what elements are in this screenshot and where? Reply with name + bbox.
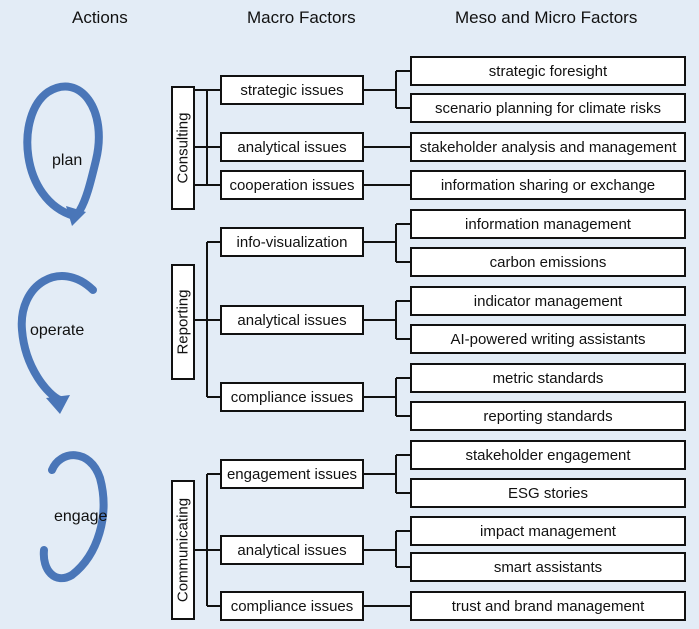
meso-factor: impact management bbox=[410, 516, 686, 546]
group-reporting: Reporting bbox=[171, 264, 195, 380]
engage-cycle-arrow bbox=[39, 451, 108, 583]
header-meso-micro-factors: Meso and Micro Factors bbox=[455, 8, 638, 27]
macro-factor: compliance issues bbox=[220, 382, 364, 412]
group-communicating: Communicating bbox=[171, 480, 195, 620]
meso-factor: strategic foresight bbox=[410, 56, 686, 86]
meso-factor: scenario planning for climate risks bbox=[410, 93, 686, 123]
plan-cycle-arrow bbox=[23, 82, 103, 220]
meso-factor: smart assistants bbox=[410, 552, 686, 582]
header-actions: Actions bbox=[72, 8, 128, 27]
meso-factor: stakeholder analysis and management bbox=[410, 132, 686, 162]
action-engage: engage bbox=[54, 508, 108, 525]
meso-factor: information sharing or exchange bbox=[410, 170, 686, 200]
meso-factor: stakeholder engagement bbox=[410, 440, 686, 470]
group-label: Reporting bbox=[174, 289, 192, 355]
meso-factor: ESG stories bbox=[410, 478, 686, 508]
operate-arrowhead bbox=[46, 395, 70, 414]
meso-factor: trust and brand management bbox=[410, 591, 686, 621]
plan-arrowhead bbox=[66, 206, 86, 226]
action-plan: plan bbox=[52, 152, 83, 169]
macro-factor: info-visualization bbox=[220, 227, 364, 257]
meso-factor: metric standards bbox=[410, 363, 686, 393]
action-operate: operate bbox=[30, 322, 85, 339]
macro-factor: cooperation issues bbox=[220, 170, 364, 200]
macro-factor: engagement issues bbox=[220, 459, 364, 489]
macro-factor: analytical issues bbox=[220, 305, 364, 335]
group-label: Communicating bbox=[174, 497, 192, 603]
group-label: Consulting bbox=[174, 112, 192, 184]
meso-factor: indicator management bbox=[410, 286, 686, 316]
header-macro-factors: Macro Factors bbox=[247, 8, 356, 27]
operate-cycle-arrow bbox=[17, 272, 97, 404]
macro-factor: analytical issues bbox=[220, 132, 364, 162]
meso-factor: information management bbox=[410, 209, 686, 239]
group-consulting: Consulting bbox=[171, 86, 195, 210]
meso-factor: AI-powered writing assistants bbox=[410, 324, 686, 354]
macro-factor: compliance issues bbox=[220, 591, 364, 621]
meso-factor: reporting standards bbox=[410, 401, 686, 431]
macro-factor: strategic issues bbox=[220, 75, 364, 105]
macro-factor: analytical issues bbox=[220, 535, 364, 565]
meso-factor: carbon emissions bbox=[410, 247, 686, 277]
